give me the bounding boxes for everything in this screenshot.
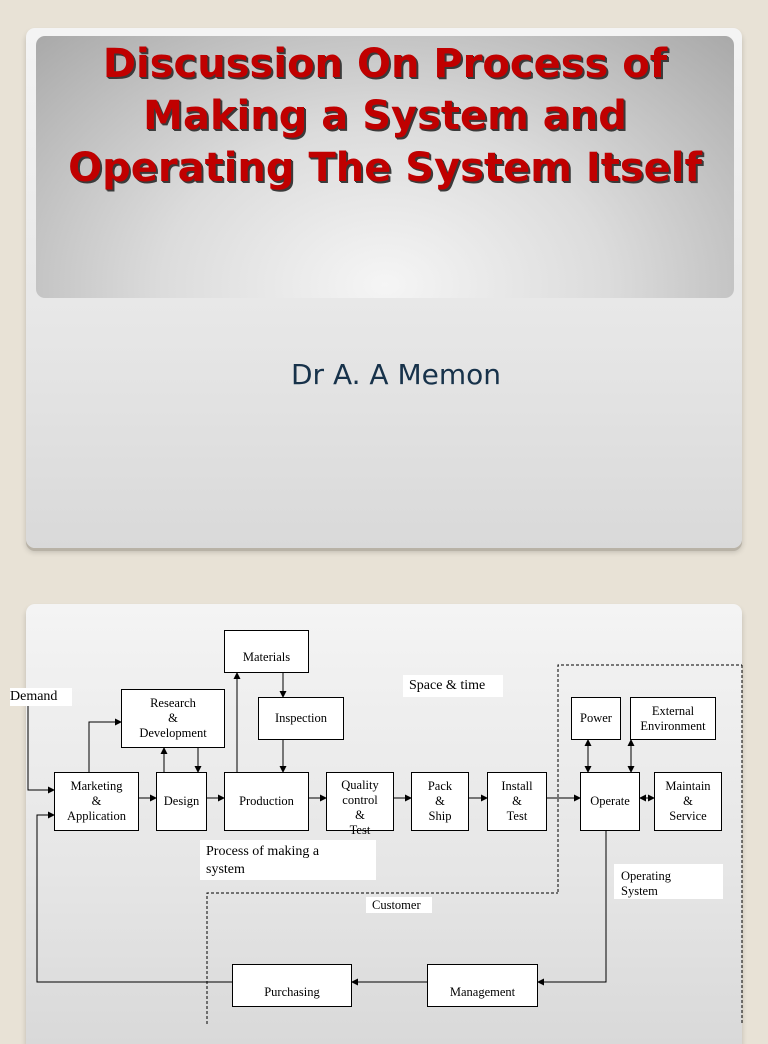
arrow-purchasing-marketing: [36, 811, 232, 983]
box-power: Power: [571, 697, 621, 740]
box-quality-control: Quality control & Test: [326, 772, 394, 837]
slide-subtitle: Dr A. A Memon: [290, 358, 502, 391]
box-management: Management: [427, 964, 538, 1007]
arrow-operate-management: [537, 831, 607, 986]
slide-title: Discussion On Process of Making a System…: [68, 41, 702, 191]
label-operating-system: Operating System: [614, 864, 723, 899]
operating-system-boundary: [557, 664, 742, 892]
box-external-environment: External Environment: [630, 697, 716, 740]
arrow-demand-marketing: [27, 705, 55, 794]
box-purchasing: Purchasing: [232, 964, 352, 1007]
label-demand: Demand: [10, 688, 72, 706]
box-pack-ship: Pack & Ship: [411, 772, 469, 831]
box-inspection: Inspection: [258, 697, 344, 740]
box-marketing-application: Marketing & Application: [54, 772, 139, 831]
box-install-test: Install & Test: [487, 772, 547, 831]
box-operate: Operate: [580, 772, 640, 831]
label-space-time: Space & time: [403, 675, 503, 697]
box-materials: Materials: [224, 630, 309, 673]
box-production: Production: [224, 772, 309, 831]
box-design: Design: [156, 772, 207, 831]
label-customer: Customer: [366, 897, 432, 913]
box-research-development: Research & Development: [121, 689, 225, 748]
label-process-of-making: Process of making a system: [200, 840, 376, 880]
title-band: Discussion On Process of Making a System…: [36, 36, 734, 298]
arrow-marketing-research: [88, 718, 122, 772]
box-maintain-service: Maintain & Service: [654, 772, 722, 831]
title-slide: Discussion On Process of Making a System…: [26, 28, 742, 548]
customer-boundary: [206, 892, 558, 1024]
